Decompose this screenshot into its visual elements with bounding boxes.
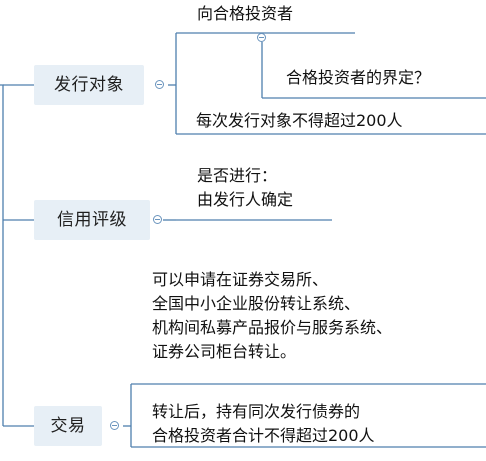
leaf-venues-line-3: 机构间私募产品报价与服务系统、	[152, 318, 393, 337]
collapse-toggle-leaf-qualified-investors[interactable]	[257, 33, 266, 42]
topic-credit-rating[interactable]: 信用评级	[34, 200, 150, 240]
topic-issuance-target[interactable]: 发行对象	[34, 65, 144, 105]
leaf-transfer-venues[interactable]: 可以申请在证券交易所、 全国中小企业股份转让系统、 机构间私募产品报价与服务系统…	[152, 268, 392, 364]
leaf-post-transfer-limit[interactable]: 转让后，持有同次发行债券的 合格投资者合计不得超过200人	[152, 400, 375, 448]
leaf-qualified-investors[interactable]: 向合格投资者	[197, 4, 294, 23]
leaf-rating-line-2: 由发行人确定	[197, 190, 294, 209]
collapse-toggle-topic-1[interactable]	[155, 80, 164, 89]
collapse-toggle-topic-3[interactable]	[110, 421, 119, 430]
trunk-connector	[0, 84, 4, 426]
leaf-qualified-investor-definition[interactable]: 合格投资者的界定？	[286, 68, 431, 87]
topic-trading[interactable]: 交易	[34, 406, 102, 446]
leaf-rating-line-1: 是否进行：	[197, 166, 278, 185]
leaf-max-200-per-issue[interactable]: 每次发行对象不得超过200人	[196, 111, 403, 130]
leaf-rating-decision[interactable]: 是否进行： 由发行人确定	[197, 164, 293, 212]
collapse-toggle-topic-2[interactable]	[153, 215, 162, 224]
leaf-venues-line-1: 可以申请在证券交易所、	[152, 270, 329, 289]
leaf-limit-line-2: 合格投资者合计不得超过200人	[152, 426, 375, 445]
leaf-venues-line-2: 全国中小企业股份转让系统、	[152, 294, 361, 313]
leaf-limit-line-1: 转让后，持有同次发行债券的	[152, 402, 361, 421]
leaf-venues-line-4: 证券公司柜台转让。	[152, 342, 297, 361]
